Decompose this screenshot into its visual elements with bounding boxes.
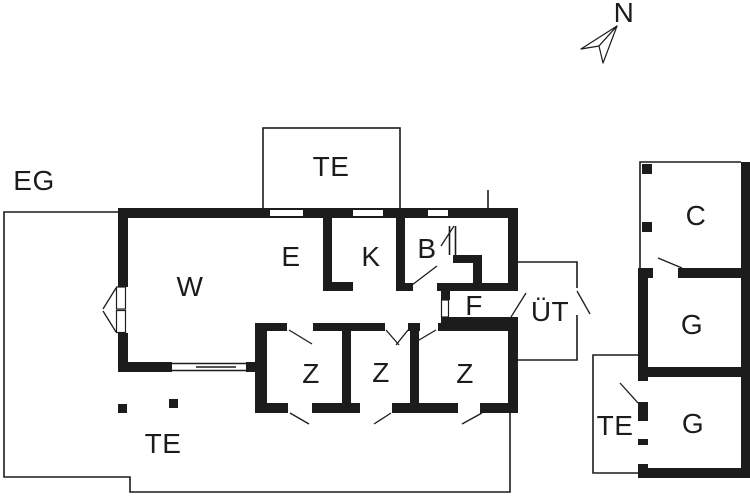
- room-label-terrace-main: TE: [144, 428, 182, 459]
- wall-right-lower: [508, 320, 518, 405]
- wall-bedroom-block-left: [255, 323, 267, 413]
- wall-garage-divider: [638, 367, 741, 377]
- door-swing-covered-terrace-out: [576, 290, 591, 315]
- wall-dining-kitchen: [323, 218, 332, 282]
- wall-left-lower: [118, 333, 128, 372]
- room-label-living: W: [176, 271, 204, 302]
- carport-post-2: [642, 222, 652, 232]
- door-swing-bedroom2-a: [385, 329, 400, 346]
- wall-corridor-bottom-seg2: [313, 323, 385, 331]
- compass-north-label: N: [613, 0, 635, 28]
- door-swing-garage-terrace: [619, 382, 639, 404]
- room-label-kitchen: K: [361, 241, 381, 272]
- wall-bottom-seg1: [255, 403, 288, 413]
- room-label-garage-upper: G: [680, 309, 704, 340]
- wall-kitchen-bath: [396, 218, 405, 283]
- wall-living-bottom-left: [118, 362, 172, 372]
- terrace-right-outline: [592, 354, 640, 474]
- hall-door-slot: [440, 299, 450, 318]
- door-swing-covered-terrace-in: [510, 292, 527, 318]
- wall-top: [118, 208, 518, 218]
- window-bottom-2: [360, 405, 392, 411]
- window-top-1: [270, 210, 303, 216]
- window-bottom-1: [288, 405, 312, 411]
- wall-corridor-bottom-seg3: [408, 323, 420, 331]
- window-top-3: [428, 210, 448, 216]
- window-bottom-3: [458, 405, 480, 411]
- outbuilding-wall-right: [741, 162, 750, 478]
- room-label-dining: E: [281, 241, 301, 272]
- terrace-post-2: [169, 399, 178, 408]
- room-label-bedroom2: Z: [372, 357, 390, 388]
- room-label-terrace-right: TE: [596, 410, 634, 441]
- covered-terrace-outline: [518, 261, 578, 361]
- door-swing-carport-garage: [657, 257, 683, 269]
- door-swing-terrace-1: [289, 412, 310, 425]
- wall-bath-bottom-seg2: [437, 283, 518, 291]
- wall-bath-nook-horizontal: [453, 255, 482, 263]
- french-door-panel-bottom: [115, 309, 127, 334]
- wall-carport-garage-seg1: [638, 268, 653, 278]
- room-label-hall: F: [465, 290, 483, 321]
- carport-open-side-outline: [639, 161, 741, 268]
- room-label-bedroom3: Z: [456, 358, 474, 389]
- outbuilding-wall-left-seg4: [638, 464, 648, 478]
- wall-kitchen-foot: [323, 282, 353, 291]
- floor-label: EG: [13, 165, 55, 196]
- wall-bedroom1-2-divider: [342, 331, 351, 403]
- carport-post-1: [642, 164, 652, 174]
- door-swing-bedroom1: [288, 329, 313, 345]
- room-label-terrace-top: TE: [312, 151, 350, 182]
- wall-bottom-seg4: [480, 403, 518, 413]
- room-label-bedroom1: Z: [302, 358, 320, 389]
- wall-carport-garage-seg2: [678, 268, 750, 278]
- french-door-swing-bottom: [102, 310, 117, 333]
- wall-corridor-bottom-seg4: [438, 323, 518, 331]
- wall-bath-bottom-seg1: [396, 283, 413, 291]
- wall-right-upper: [508, 218, 518, 290]
- window-garage-2: [640, 445, 646, 464]
- wall-corridor-bottom-seg1: [255, 323, 287, 331]
- window-top-2: [353, 210, 383, 216]
- french-door-panel-top: [115, 286, 127, 310]
- ground-terrace-outline: [3, 211, 511, 493]
- window-garage-1: [640, 421, 646, 439]
- french-door-swing-top: [102, 287, 117, 310]
- wall-bath-nook-vertical: [473, 263, 482, 285]
- door-swing-terrace-3: [461, 412, 483, 425]
- wall-hall-bottom: [441, 317, 518, 325]
- door-swing-bath-nook: [440, 225, 455, 247]
- wall-bottom-seg3: [392, 403, 458, 413]
- outbuilding-wall-left-seg1: [638, 278, 648, 381]
- terrace-post-1: [118, 404, 127, 413]
- wall-bedroom2-3-divider: [410, 331, 419, 403]
- door-swing-bedroom3: [413, 329, 437, 344]
- door-swing-bedroom2-b: [395, 329, 409, 346]
- door-swing-terrace-2: [373, 412, 392, 425]
- wall-left-upper: [118, 218, 128, 287]
- outbuilding-wall-left-seg3: [638, 439, 648, 445]
- room-label-carport: C: [685, 200, 707, 231]
- room-label-garage-lower: G: [681, 408, 705, 439]
- outbuilding-wall-left-seg2: [638, 402, 648, 421]
- door-swing-bath-entry: [411, 265, 438, 286]
- wall-hall-left-upper: [441, 291, 450, 300]
- outbuilding-wall-bottom: [638, 468, 750, 478]
- room-label-bath: B: [417, 233, 437, 264]
- room-label-covered-terrace: ÜT: [530, 296, 570, 327]
- north-arrow-icon: [598, 25, 618, 64]
- wall-bottom-seg2: [312, 403, 360, 413]
